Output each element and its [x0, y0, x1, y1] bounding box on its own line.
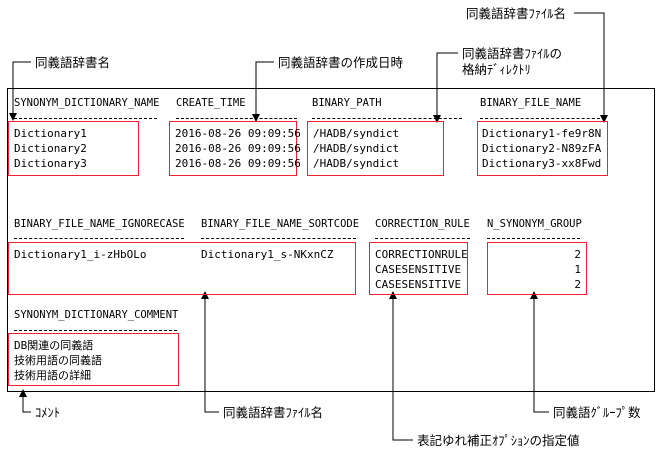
highlight-create-times [169, 121, 297, 176]
highlight-binary-file-names [477, 121, 608, 176]
cell-create-time: 2016-08-26 09:09:56 [175, 142, 301, 155]
connector-comment [19, 389, 31, 413]
cell-binary-file-name-ignorecase: Dictionary1_i-zHbOLo [14, 248, 147, 261]
header-binary-path: BINARY_PATH [312, 97, 382, 109]
cell-comment: 技術用語の詳細 [14, 369, 91, 382]
cell-binary-file-name: Dictionary2-N89zFA [482, 142, 602, 155]
header-synonym-dictionary-name: SYNONYM_DICTIONARY_NAME [14, 97, 160, 109]
callout-sortcode-file-name: 同義語辞書ﾌｧｲﾙ名 [223, 405, 324, 420]
cell-binary-file-name: Dictionary1-fe9r8N [482, 127, 602, 140]
header-correction-rule: CORRECTION_RULE [375, 218, 470, 230]
highlight-file-names [8, 242, 356, 295]
cell-binary-path: /HADB/syndict [313, 157, 400, 170]
cell-comment: 技術用語の同義語 [14, 354, 102, 367]
header-synonym-dictionary-comment: SYNONYM_DICTIONARY_COMMENT [14, 309, 179, 321]
cell-correction-rule: CORRECTIONRULE [375, 248, 468, 261]
header-binary-file-name-sortcode: BINARY_FILE_NAME_SORTCODE [201, 218, 360, 230]
cell-dictionary-name: Dictionary1 [14, 127, 87, 140]
header-binary-file-name-ignorecase: BINARY_FILE_NAME_IGNORECASE [14, 218, 185, 230]
header-n-synonym-group: N_SYNONYM_GROUP [487, 218, 582, 230]
cell-correction-rule: CASESENSITIVE [375, 263, 462, 276]
query-result-panel [7, 88, 655, 392]
cell-group-count: 1 [574, 263, 581, 276]
cell-binary-file-name: Dictionary3-xx8Fwd [482, 157, 602, 170]
cell-binary-path: /HADB/syndict [313, 127, 400, 140]
cell-dictionary-name: Dictionary2 [14, 142, 87, 155]
callout-dictionary-name: 同義語辞書名 [35, 55, 111, 70]
callout-create-date: 同義語辞書の作成日時 [278, 55, 404, 70]
callout-correction-option: 表記ゆれ補正ｵﾌﾟｼｮﾝの指定値 [417, 433, 580, 448]
header-underline [14, 330, 177, 331]
highlight-comments [8, 333, 179, 386]
highlight-group-counts [487, 242, 587, 295]
cell-comment: DB関連の同義語 [14, 339, 94, 352]
cell-create-time: 2016-08-26 09:09:56 [175, 127, 301, 140]
cell-group-count: 2 [574, 248, 581, 261]
callout-storage-dir-line2: 格納ﾃﾞｨﾚｸﾄﾘ [462, 62, 531, 77]
callout-group-count: 同義語ｸﾞﾙｰﾌﾟ数 [553, 405, 641, 420]
cell-dictionary-name: Dictionary3 [14, 157, 87, 170]
header-underline [480, 118, 605, 119]
header-underline [201, 238, 356, 239]
header-underline [14, 238, 184, 239]
cell-binary-path: /HADB/syndict [313, 142, 400, 155]
callout-binary-file-name: 同義語辞書ﾌｧｲﾙ名 [466, 6, 567, 21]
header-underline [14, 118, 157, 119]
header-underline [176, 118, 297, 119]
cell-group-count: 2 [574, 278, 581, 291]
header-underline [312, 118, 462, 119]
highlight-binary-paths [307, 121, 444, 176]
header-binary-file-name: BINARY_FILE_NAME [480, 97, 582, 109]
cell-create-time: 2016-08-26 09:09:56 [175, 157, 301, 170]
header-underline [375, 238, 470, 239]
highlight-dictionary-names [8, 121, 139, 176]
header-create-time: CREATE_TIME [176, 97, 246, 109]
highlight-correction-rules [369, 242, 468, 295]
callout-storage-dir-line1: 同義語辞書ﾌｧｲﾙの [462, 46, 563, 61]
header-underline [487, 238, 580, 239]
callout-comment: ｺﾒﾝﾄ [35, 405, 61, 420]
cell-correction-rule: CASESENSITIVE [375, 278, 462, 291]
cell-binary-file-name-sortcode: Dictionary1_s-NKxnCZ [201, 248, 334, 261]
